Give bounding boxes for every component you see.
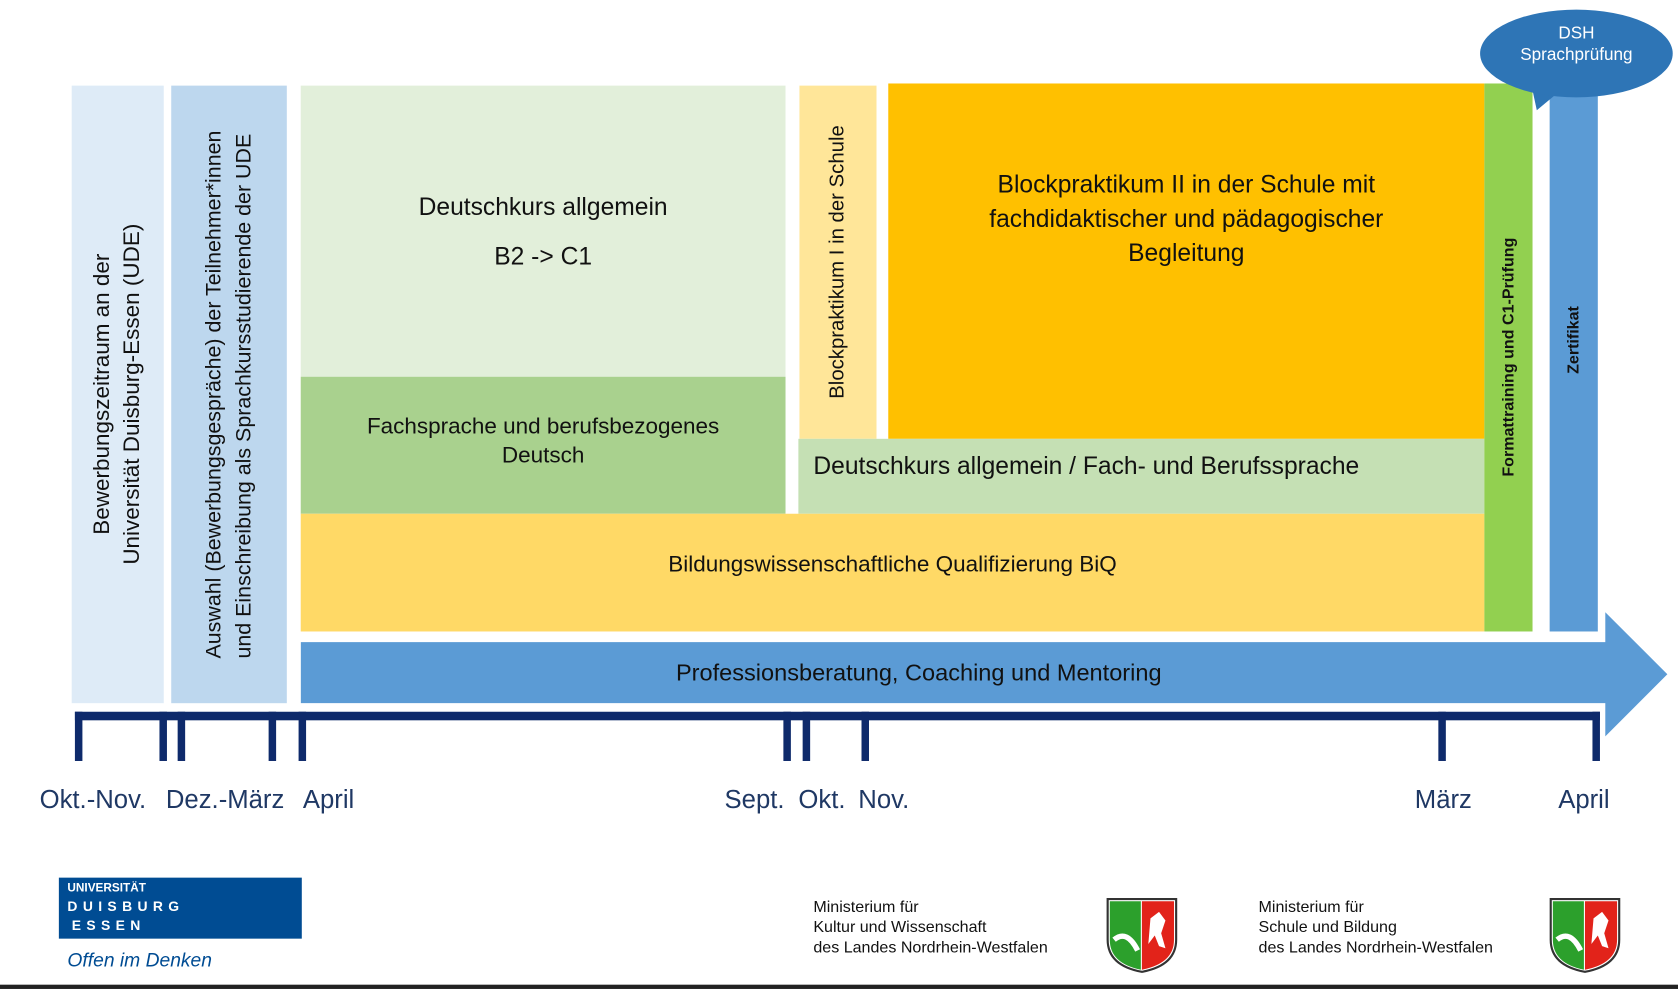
ude-logo: UNIVERSITÄT DUISBURG ESSEN bbox=[58, 877, 302, 939]
blockpraktikum2-text: Blockpraktikum II in der Schule mit fach… bbox=[989, 170, 1384, 267]
timeline-label: Sept. bbox=[724, 785, 785, 815]
timeline-tick bbox=[298, 711, 307, 761]
nrw-coat-of-arms-icon bbox=[1106, 897, 1178, 973]
zertifikat-block: Zertifikat bbox=[1549, 90, 1598, 632]
deutschkurs-level: B2 -> C1 bbox=[494, 241, 593, 270]
dsh-text: DSH Sprachprüfung bbox=[1520, 24, 1633, 65]
ministry2-line: Ministerium für bbox=[1258, 897, 1364, 917]
auswahl-text-line2: und Einschreibung als Sprachkursstudiere… bbox=[232, 133, 256, 659]
dsh-speech-bubble bbox=[1480, 9, 1673, 111]
timeline-label: Okt. bbox=[798, 785, 846, 815]
deutschkurs-fach-text: Deutschkurs allgemein / Fach- und Berufs… bbox=[813, 451, 1360, 479]
ministry2-line: Schule und Bildung bbox=[1258, 918, 1397, 937]
formattraining-block: Formattraining und C1-Prüfung bbox=[1484, 83, 1533, 632]
professionsberatung-arrow bbox=[300, 612, 1668, 737]
timeline-tick bbox=[74, 711, 83, 761]
professionsberatung-text: Professionsberatung, Coaching und Mentor… bbox=[675, 658, 1162, 686]
ministry2-line: des Landes Nordrhein-Westfalen bbox=[1258, 938, 1493, 957]
timeline-tick bbox=[802, 711, 811, 761]
ministry-school-text: Ministerium für Schule und Bildung des L… bbox=[1259, 897, 1493, 958]
auswahl-text-line1: Auswahl (Bewerbungsgespräche) der Teilne… bbox=[202, 130, 226, 659]
bewerbung-text-line2: Universität Duisburg-Essen (UDE) bbox=[119, 223, 145, 565]
ministry-culture-text: Ministerium für Kultur und Wissenschaft … bbox=[813, 897, 1047, 958]
timeline-tick bbox=[1592, 711, 1600, 761]
timeline-label: Nov. bbox=[858, 785, 910, 815]
timeline-label: März bbox=[1414, 785, 1472, 815]
bewerbung-text-line1: Bewerbungszeitraum an der bbox=[89, 253, 115, 535]
blockpraktikum2-block: Blockpraktikum II in der Schule mit fach… bbox=[888, 83, 1485, 439]
formattraining-text: Formattraining und C1-Prüfung bbox=[1499, 237, 1518, 477]
deutschkurs-fach-block: Deutschkurs allgemein / Fach- und Berufs… bbox=[798, 438, 1485, 514]
timeline-tick bbox=[1438, 711, 1446, 761]
biq-text: Bildungswissenschaftliche Qualifizierung… bbox=[668, 552, 1117, 577]
fachsprache-text: Fachsprache und berufsbezogenes Deutsch bbox=[366, 414, 720, 468]
timeline-tick bbox=[861, 711, 870, 761]
ministry1-line: des Landes Nordrhein-Westfalen bbox=[813, 938, 1048, 957]
ude-logo-line2: DUISBURG bbox=[67, 897, 185, 915]
timeline-label: April bbox=[302, 785, 355, 815]
bewerbung-column: Bewerbungszeitraum an der Universität Du… bbox=[71, 85, 164, 704]
deutschkurs-block: Deutschkurs allgemein B2 -> C1 bbox=[300, 85, 786, 377]
timeline-tick bbox=[177, 711, 186, 761]
timeline-label: Okt.-Nov. bbox=[39, 785, 147, 815]
nrw-coat-of-arms-icon bbox=[1549, 897, 1621, 973]
ude-slogan: Offen im Denken bbox=[67, 949, 212, 971]
ude-logo-line3: ESSEN bbox=[71, 917, 146, 934]
ude-logo-line1: UNIVERSITÄT bbox=[67, 881, 146, 895]
timeline-tick bbox=[783, 711, 791, 761]
biq-block: Bildungswissenschaftliche Qualifizierung… bbox=[300, 513, 1485, 632]
blockpraktikum1-text: Blockpraktikum I in der Schule bbox=[826, 125, 849, 399]
ministry1-line: Ministerium für bbox=[813, 897, 919, 917]
fachsprache-block: Fachsprache und berufsbezogenes Deutsch bbox=[300, 376, 786, 514]
blockpraktikum1-block: Blockpraktikum I in der Schule bbox=[799, 85, 877, 439]
zertifikat-text: Zertifikat bbox=[1564, 305, 1583, 374]
deutschkurs-title: Deutschkurs allgemein bbox=[418, 192, 668, 221]
timeline-bar bbox=[74, 711, 1600, 721]
timeline-tick bbox=[159, 711, 167, 761]
auswahl-column: Auswahl (Bewerbungsgespräche) der Teilne… bbox=[171, 85, 287, 704]
timeline-label: April bbox=[1558, 785, 1610, 815]
timeline-label: Dez.-März bbox=[165, 785, 285, 815]
ministry1-line: Kultur und Wissenschaft bbox=[813, 918, 987, 937]
bottom-bar bbox=[0, 984, 1678, 989]
timeline-tick bbox=[268, 711, 277, 761]
